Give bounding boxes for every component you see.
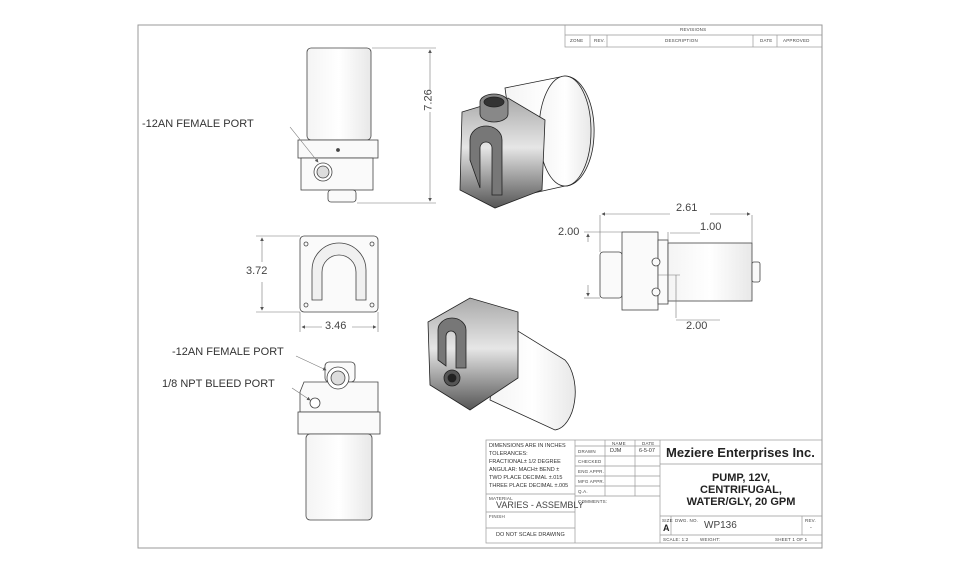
rev-col-zone: ZONE <box>570 38 584 43</box>
row-label-drawn: DRAWN <box>578 449 596 454</box>
callout-bottom-port: -12AN FEMALE PORT <box>172 346 284 358</box>
front-view <box>297 47 379 203</box>
dim-width-vertical: 3.72 <box>246 265 268 277</box>
revisions-title: REVISIONS <box>680 27 707 32</box>
tolerance-line: ANGULAR: MACH± BEND ± <box>489 467 560 473</box>
rev-col-rev: REV. <box>594 38 605 43</box>
callout-top-port: -12AN FEMALE PORT <box>142 118 254 130</box>
comments-label: COMMENTS: <box>578 499 608 504</box>
isometric-view-top <box>459 75 595 209</box>
title-block-grid <box>485 439 823 544</box>
drawn-name: DJM <box>610 448 622 454</box>
rev-col-description: DESCRIPTION <box>665 38 698 43</box>
revision-block <box>564 24 823 48</box>
dim-width-horizontal: 3.46 <box>325 320 347 332</box>
title-line: PUMP, 12V, <box>711 472 771 484</box>
rev-col-date: DATE <box>760 38 773 43</box>
dim-side-bottom: 2.00 <box>686 320 708 332</box>
scale-label: SCALE: 1:2 <box>663 537 689 542</box>
isometric-view-bottom <box>427 297 576 431</box>
callout-bleed-port: 1/8 NPT BLEED PORT <box>162 378 275 390</box>
weight-label: WEIGHT: <box>700 537 721 542</box>
size-label: SIZE <box>662 518 673 523</box>
dim-side-length: 2.61 <box>676 202 698 214</box>
dim-height: 7.26 <box>422 89 435 111</box>
material-value: VARIES - ASSEMBLY <box>496 500 584 510</box>
name-header: NAME <box>612 441 626 446</box>
finish-label: FINISH <box>489 514 505 519</box>
top-view <box>297 361 381 521</box>
sheet-label: SHEET 1 OF 1 <box>775 537 808 542</box>
row-label-qa: Q.A. <box>578 489 588 494</box>
dwg-no-label: DWG. NO. <box>675 518 699 523</box>
row-label-mfg-appr: MFG APPR. <box>578 479 605 484</box>
tolerance-line: TWO PLACE DECIMAL ±.015 <box>489 475 563 481</box>
dim-side-height: 2.00 <box>558 226 580 238</box>
dim-side-offset: 1.00 <box>700 221 722 233</box>
row-label-checked: CHECKED <box>578 459 602 464</box>
tolerance-line: TOLERANCES: <box>489 451 528 457</box>
no-scale-note: DO NOT SCALE DRAWING <box>496 532 565 538</box>
size-value: A <box>663 523 670 533</box>
rev-col-approved: APPROVED <box>783 38 810 43</box>
tolerance-line: FRACTIONAL± 1/2 DEGREE <box>489 459 561 465</box>
drawing-title: PUMP, 12V, CENTRIFUGAL, WATER/GLY, 20 GP… <box>660 472 822 508</box>
sheet-border <box>137 24 823 549</box>
company-name: Meziere Enterprises Inc. <box>666 445 815 460</box>
end-view <box>299 235 379 313</box>
date-header: DATE <box>642 441 655 446</box>
rev-label: REV. <box>805 518 816 523</box>
dim-height-lines <box>289 47 436 204</box>
tolerance-line: THREE PLACE DECIMAL ±.005 <box>489 483 569 489</box>
row-label-eng-appr: ENG APPR. <box>578 469 605 474</box>
rev-value: - <box>810 525 812 531</box>
material-label: MATERIAL <box>489 496 513 501</box>
side-view <box>599 231 761 311</box>
drawn-date: 6-5-07 <box>639 448 655 454</box>
title-line: CENTRIFUGAL, <box>700 484 782 496</box>
dwg-no-value: WP136 <box>704 520 737 531</box>
title-line: WATER/GLY, 20 GPM <box>686 496 796 508</box>
tolerance-line: DIMENSIONS ARE IN INCHES <box>489 443 566 449</box>
